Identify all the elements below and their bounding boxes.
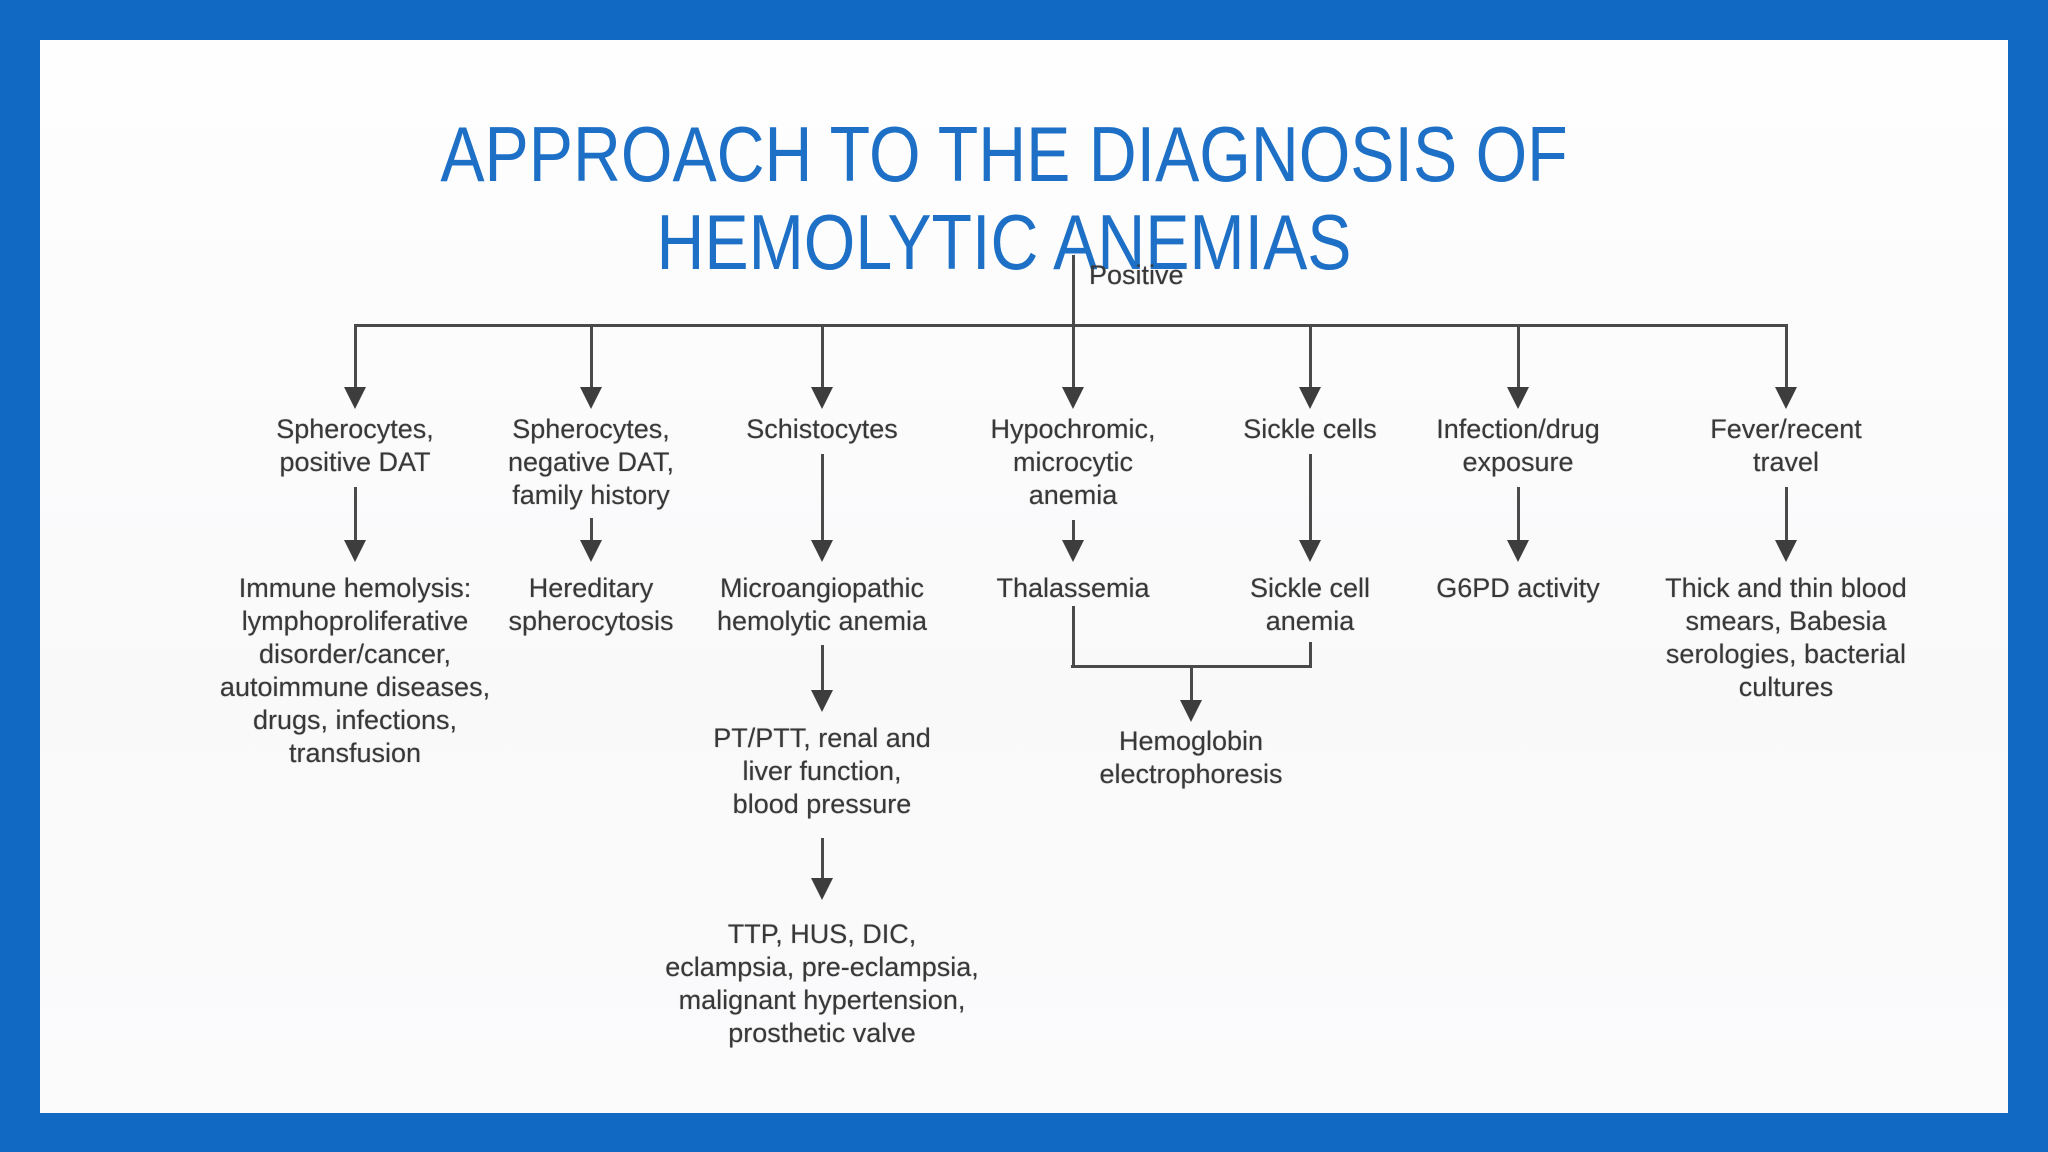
arrowhead-branch-2: [580, 387, 602, 409]
connector-merge-drop: [1189, 665, 1193, 700]
connector-branch-1-drop: [353, 325, 357, 387]
node-workup-5: Sickle cell anemia: [1249, 573, 1371, 636]
arrowhead-branch-3: [811, 387, 833, 409]
arrowhead-workup-3: [811, 540, 833, 562]
connector-finding-6-to-workup: [1516, 487, 1520, 540]
connector-branch-2-drop: [589, 325, 593, 387]
arrowhead-workup-1: [344, 540, 366, 562]
node-workup-1: Immune hemolysis: lymphoproliferative di…: [219, 573, 491, 768]
arrowhead-branch-5: [1299, 387, 1321, 409]
node-finding-1: Spherocytes, positive DAT: [276, 414, 434, 477]
title-line-2: HEMOLYTIC ANEMIAS: [656, 198, 1352, 287]
arrowhead-merge: [1180, 700, 1202, 722]
node-finding-7: Fever/recent travel: [1710, 414, 1862, 477]
connector-thalassemia-stem: [1071, 606, 1075, 668]
node-hemoglobin-electrophoresis: Hemoglobin electrophoresis: [1099, 726, 1283, 789]
connector-finding-7-to-workup: [1784, 487, 1788, 540]
slide-panel: [40, 40, 2008, 1113]
connector-step1-to-step2: [820, 838, 824, 878]
arrowhead-workup-2: [580, 540, 602, 562]
node-finding-4: Hypochromic, microcytic anemia: [990, 414, 1156, 510]
connector-branch-3-drop: [820, 325, 824, 387]
connector-workup-3-to-step1: [820, 645, 824, 690]
connector-finding-5-to-workup: [1308, 454, 1312, 540]
arrowhead-branch-1: [344, 387, 366, 409]
connector-finding-2-to-workup: [589, 518, 593, 540]
node-workup-7: Thick and thin blood smears, Babesia ser…: [1665, 573, 1907, 702]
arrowhead-workup-7: [1775, 540, 1797, 562]
arrowhead-branch-7: [1775, 387, 1797, 409]
arrowhead-workup-5: [1299, 540, 1321, 562]
connector-finding-3-to-workup: [820, 454, 824, 540]
node-chain-step1: PT/PTT, renal and liver function, blood …: [713, 723, 931, 819]
arrowhead-workup-4: [1062, 540, 1084, 562]
node-finding-2: Spherocytes, negative DAT, family histor…: [507, 414, 675, 510]
title-line-1: APPROACH TO THE DIAGNOSIS OF: [440, 110, 1568, 199]
connector-branch-7-drop: [1784, 325, 1788, 387]
node-workup-3: Microangiopathic hemolytic anemia: [716, 573, 928, 636]
node-finding-3: Schistocytes: [746, 414, 898, 444]
node-chain-step2: TTP, HUS, DIC, eclampsia, pre-eclampsia,…: [665, 919, 979, 1048]
node-finding-5: Sickle cells: [1243, 414, 1377, 444]
connector-branch-6-drop: [1516, 325, 1520, 387]
connector-finding-1-to-workup: [353, 487, 357, 540]
connector-root-stem: [1071, 255, 1075, 327]
connector-finding-4-to-workup: [1071, 520, 1075, 540]
arrowhead-step2: [811, 878, 833, 900]
arrowhead-workup-6: [1507, 540, 1529, 562]
node-positive: Positive: [1089, 260, 1184, 290]
node-workup-2: Hereditary spherocytosis: [508, 573, 674, 636]
node-workup-6: G6PD activity: [1436, 573, 1600, 603]
node-workup-4: Thalassemia: [996, 573, 1150, 603]
arrowhead-branch-6: [1507, 387, 1529, 409]
arrowhead-step1: [811, 690, 833, 712]
connector-branch-4-drop: [1071, 325, 1075, 387]
connector-sickle-anemia-stem: [1308, 642, 1312, 668]
connector-branch-5-drop: [1308, 325, 1312, 387]
connector-fan-line: [354, 324, 1788, 327]
node-finding-6: Infection/drug exposure: [1436, 414, 1600, 477]
arrowhead-branch-4: [1062, 387, 1084, 409]
